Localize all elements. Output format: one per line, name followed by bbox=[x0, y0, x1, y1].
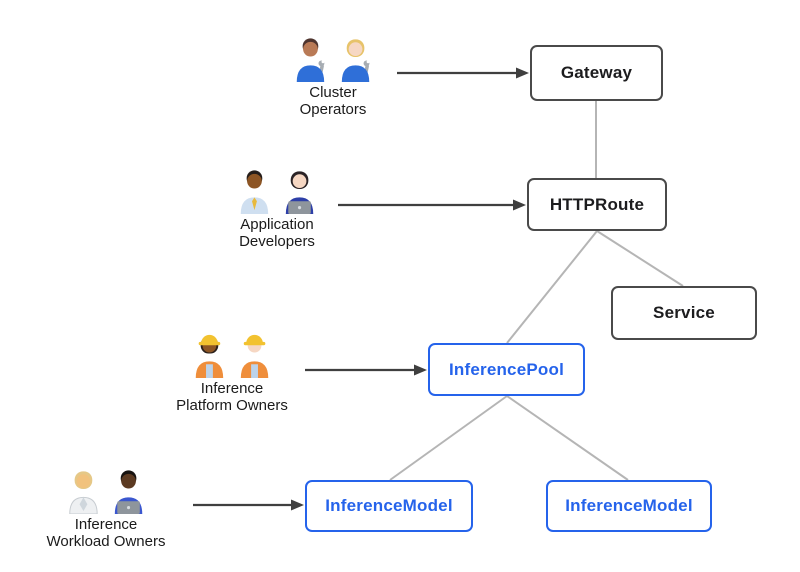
node-inferencemodel-right: InferenceModel bbox=[546, 480, 712, 532]
technologist-man-laptop-icon bbox=[114, 470, 143, 514]
node-inferencemodel-right-label: InferenceModel bbox=[565, 496, 693, 515]
white-coat-person-and-technologist-emoji-pair-icon bbox=[69, 470, 143, 514]
persona-inference-workload-owners: Inference Workload Owners bbox=[21, 465, 191, 550]
construction-workers-emoji-pair-icon bbox=[195, 334, 269, 378]
edge-httproute-to-service bbox=[596, 230, 684, 287]
construction-worker-man-icon bbox=[240, 334, 269, 378]
construction-worker-woman-icon bbox=[195, 334, 224, 378]
persona-application-developers-label: Application Developers bbox=[239, 216, 315, 250]
persona-inference-workload-owners-label: Inference Workload Owners bbox=[46, 516, 166, 550]
node-inferencepool-label: InferencePool bbox=[448, 359, 565, 379]
mechanics-emoji-pair-icon bbox=[296, 38, 370, 82]
white-coat-person-icon bbox=[69, 471, 98, 514]
persona-inference-platform-owners: Inference Platform Owners bbox=[147, 329, 317, 414]
node-httproute: HTTPRoute bbox=[527, 178, 667, 231]
mechanic-man-icon bbox=[296, 38, 325, 82]
technologists-emoji-pair-icon bbox=[240, 170, 314, 214]
edge-inferencepool-to-inferencemodel-right bbox=[506, 395, 629, 481]
node-inferencemodel-left: InferenceModel bbox=[305, 480, 473, 532]
node-service: Service bbox=[611, 286, 757, 340]
developer-man-icon bbox=[240, 170, 269, 214]
arrow-application-developers-to-httproute bbox=[338, 199, 526, 211]
node-httproute-label: HTTPRoute bbox=[549, 194, 645, 214]
mechanic-woman-icon bbox=[341, 39, 370, 82]
node-gateway: Gateway bbox=[530, 45, 663, 101]
persona-cluster-operators-label: Cluster Operators bbox=[299, 84, 367, 118]
arrow-inference-workload-owners-to-inferencemodel bbox=[193, 499, 304, 511]
edge-inferencepool-to-inferencemodel-left bbox=[389, 395, 508, 481]
node-service-label: Service bbox=[653, 303, 715, 322]
arrow-inference-platform-owners-to-inferencepool bbox=[305, 364, 427, 376]
arrow-cluster-operators-to-gateway bbox=[397, 67, 529, 79]
persona-cluster-operators: Cluster Operators bbox=[248, 33, 418, 118]
persona-application-developers: Application Developers bbox=[192, 165, 362, 250]
node-gateway-label: Gateway bbox=[560, 63, 633, 82]
node-inferencepool: InferencePool bbox=[428, 343, 585, 396]
developer-woman-laptop-icon bbox=[285, 171, 314, 214]
node-inferencemodel-left-label: InferenceModel bbox=[325, 496, 453, 515]
persona-inference-platform-owners-label: Inference Platform Owners bbox=[176, 380, 288, 414]
edge-httproute-to-inferencepool bbox=[506, 230, 598, 344]
